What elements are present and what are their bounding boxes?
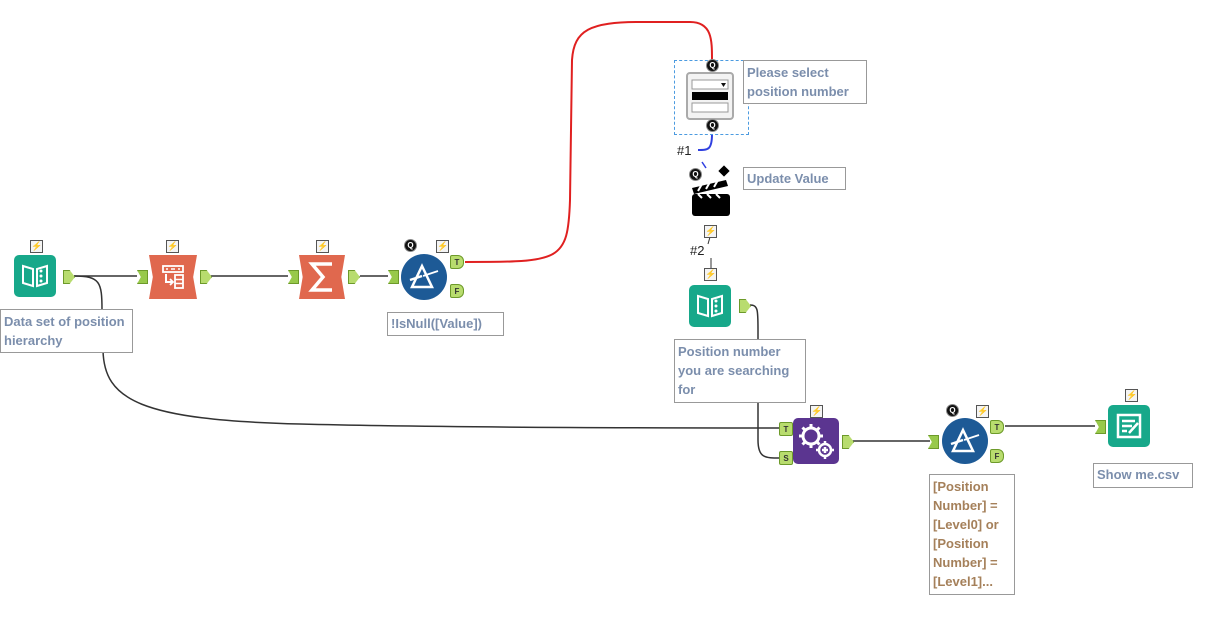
output-anchor[interactable] bbox=[200, 270, 212, 284]
wire-dropdown-to-action[interactable] bbox=[697, 133, 713, 151]
bolt-icon: ⚡ bbox=[316, 240, 329, 253]
dropdown-tool[interactable] bbox=[686, 72, 734, 120]
input-data-tool[interactable] bbox=[14, 255, 56, 297]
action-tool[interactable] bbox=[690, 178, 732, 218]
filter-tool-2[interactable] bbox=[942, 418, 988, 464]
bolt-icon: ⚡ bbox=[976, 405, 989, 418]
wire-action-to-textinput-1 bbox=[707, 236, 711, 245]
filter-false-anchor[interactable]: F bbox=[990, 449, 1004, 463]
filter-true-anchor[interactable]: T bbox=[450, 255, 464, 269]
wire-action-hint bbox=[701, 161, 707, 169]
annotation-filter-1: !IsNull([Value]) bbox=[387, 312, 504, 336]
text-input-tool[interactable] bbox=[689, 285, 731, 327]
bolt-icon: ⚡ bbox=[30, 240, 43, 253]
bolt-icon: ⚡ bbox=[166, 240, 179, 253]
question-badge-icon[interactable]: Q bbox=[706, 119, 719, 132]
question-badge-icon[interactable]: Q bbox=[706, 59, 719, 72]
record-transform-icon bbox=[162, 265, 184, 289]
bolt-icon: ⚡ bbox=[436, 240, 449, 253]
bolt-icon: ⚡ bbox=[704, 268, 717, 281]
output-anchor[interactable] bbox=[348, 270, 360, 284]
bolt-icon: ⚡ bbox=[704, 225, 717, 238]
summarize-tool[interactable] bbox=[299, 255, 345, 299]
annotation-output: Show me.csv bbox=[1093, 463, 1193, 488]
output-anchor[interactable] bbox=[739, 299, 751, 313]
question-badge-icon[interactable]: Q bbox=[689, 168, 702, 181]
bolt-icon: ⚡ bbox=[1125, 389, 1138, 402]
connection-label-2: #2 bbox=[690, 243, 705, 258]
filter-prism-icon bbox=[409, 263, 439, 289]
question-badge-icon: Q bbox=[404, 239, 417, 252]
book-input-icon bbox=[697, 294, 723, 318]
annotation-action: Update Value bbox=[743, 167, 846, 190]
question-badge-icon: Q bbox=[946, 404, 959, 417]
select-records-tool[interactable] bbox=[149, 255, 197, 299]
dropdown-interface-icon bbox=[691, 79, 729, 113]
annotation-dropdown: Please select position number bbox=[743, 60, 867, 104]
batch-macro-tool[interactable] bbox=[793, 418, 839, 464]
sigma-icon bbox=[308, 262, 332, 292]
macro-series-anchor[interactable]: S bbox=[779, 451, 793, 465]
output-notepad-icon bbox=[1116, 413, 1142, 439]
macro-template-anchor[interactable]: T bbox=[779, 422, 793, 436]
filter-tool[interactable] bbox=[401, 254, 447, 300]
wire-filter-to-dropdown[interactable] bbox=[464, 21, 713, 263]
filter-prism-icon bbox=[950, 427, 980, 453]
output-tool[interactable] bbox=[1108, 405, 1150, 447]
bolt-icon: ⚡ bbox=[810, 405, 823, 418]
filter-false-anchor[interactable]: F bbox=[450, 284, 464, 298]
gears-macro-icon bbox=[799, 424, 834, 459]
wire-input-to-macro[interactable] bbox=[73, 275, 781, 429]
connection-label-1: #1 bbox=[677, 143, 692, 158]
book-input-icon bbox=[22, 264, 48, 288]
output-anchor[interactable] bbox=[842, 435, 854, 449]
output-anchor[interactable] bbox=[63, 270, 75, 284]
filter-true-anchor[interactable]: T bbox=[990, 420, 1004, 434]
annotation-filter-2: [Position Number] = [Level0] or [Positio… bbox=[929, 474, 1015, 595]
annotation-input-data: Data set of position hierarchy bbox=[0, 309, 133, 353]
clapperboard-icon bbox=[692, 179, 730, 216]
annotation-text-input: Position number you are searching for bbox=[674, 339, 806, 403]
